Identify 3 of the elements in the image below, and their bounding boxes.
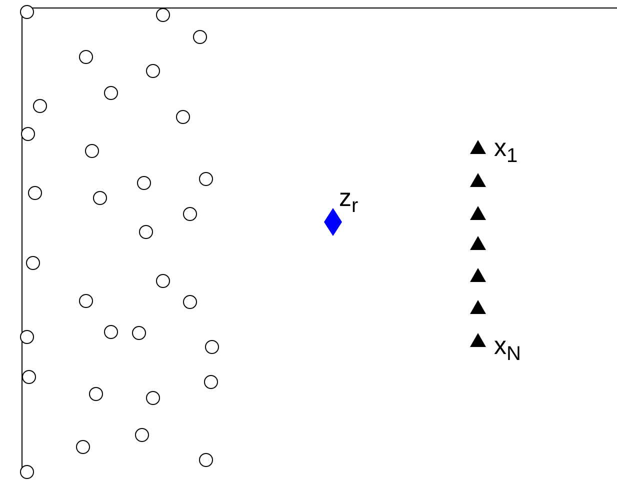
- point-label: z$_{r}$: [339, 186, 358, 216]
- point-label: x$_{N}$: [494, 334, 521, 364]
- point-label: x$_{1}$: [494, 136, 518, 166]
